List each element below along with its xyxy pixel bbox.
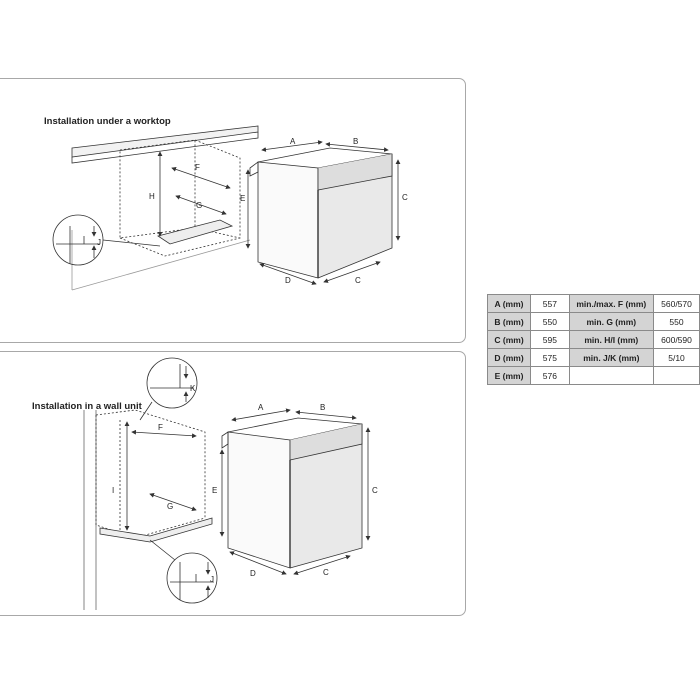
row-label: min. J/K (mm) <box>568 348 655 367</box>
row-value: 595 <box>530 330 570 349</box>
row-empty <box>653 366 700 385</box>
row-label: E (mm) <box>487 366 532 385</box>
table-row: C (mm) 595 min. H/I (mm) 600/590 <box>487 330 700 349</box>
panel-title-under-worktop: Installation under a worktop <box>44 116 171 127</box>
row-label: min. G (mm) <box>568 312 655 331</box>
panel-title-wall-unit: Installation in a wall unit <box>32 401 142 412</box>
row-value: 550 <box>653 312 700 331</box>
row-label: B (mm) <box>487 312 532 331</box>
table-row: B (mm) 550 min. G (mm) 550 <box>487 312 700 331</box>
row-value: 576 <box>530 366 570 385</box>
row-value: 575 <box>530 348 570 367</box>
panel-wall-unit <box>0 351 466 616</box>
row-value: 5/10 <box>653 348 700 367</box>
table-row: A (mm) 557 min./max. F (mm) 560/570 <box>487 294 700 313</box>
row-value: 600/590 <box>653 330 700 349</box>
spec-table: A (mm) 557 min./max. F (mm) 560/570 B (m… <box>487 294 700 385</box>
row-value: 557 <box>530 294 570 313</box>
row-value: 560/570 <box>653 294 700 313</box>
spec-table-wrapper: A (mm) 557 min./max. F (mm) 560/570 B (m… <box>487 294 700 394</box>
row-value: 550 <box>530 312 570 331</box>
row-label: min./max. F (mm) <box>568 294 655 313</box>
table-row: D (mm) 575 min. J/K (mm) 5/10 <box>487 348 700 367</box>
table-row: E (mm) 576 <box>487 366 700 385</box>
row-label: min. H/I (mm) <box>568 330 655 349</box>
row-label: C (mm) <box>487 330 532 349</box>
row-label: A (mm) <box>487 294 532 313</box>
row-label: D (mm) <box>487 348 532 367</box>
row-empty <box>568 366 655 385</box>
